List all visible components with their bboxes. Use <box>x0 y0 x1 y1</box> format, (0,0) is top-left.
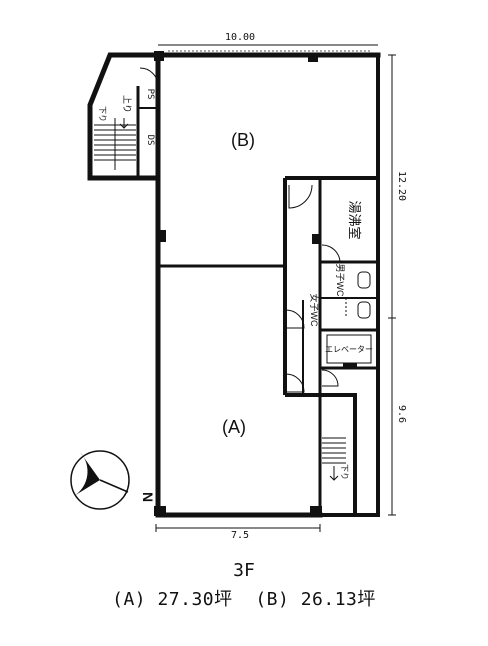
dim-right-upper-label: 12.20 <box>396 171 407 201</box>
column <box>310 506 322 516</box>
floor-label: 3F <box>233 560 255 581</box>
stair-upper: PS DS 上り 下り <box>87 52 161 181</box>
womens-wc-label: 女子WC <box>309 294 320 327</box>
area-summary: (A) 27.30坪 (B) 26.13坪 <box>0 585 488 611</box>
stair-down-lower-label: 下り <box>340 464 349 480</box>
ps-label: PS <box>145 89 155 100</box>
dim-top-label: 10.00 <box>225 32 255 43</box>
stair-upper-outline <box>87 52 161 181</box>
room-b-label: (B) <box>231 130 255 150</box>
door-kitchen <box>321 244 341 263</box>
toilet-mens <box>357 271 371 289</box>
door-elevator-lobby <box>321 369 339 387</box>
doors <box>139 67 341 393</box>
door-stair-upper <box>139 67 159 87</box>
stair-down-upper-label: 下り <box>98 106 107 122</box>
column <box>158 230 166 242</box>
elevator-threshold <box>343 363 357 367</box>
area-b-text: (B) 26.13坪 <box>255 589 376 610</box>
door-upper-core <box>288 184 313 209</box>
room-a-label: (A) <box>222 417 246 437</box>
north-compass: N <box>70 450 156 510</box>
stair-upper-treads <box>94 118 136 170</box>
elevator-label: エレベーター <box>325 345 373 354</box>
dim-bottom-label: 7.5 <box>231 530 249 541</box>
mens-wc-label: 男子WC <box>335 264 345 297</box>
area-spacer <box>233 589 256 610</box>
columns <box>154 51 322 516</box>
interior-walls <box>158 176 378 515</box>
ds-label: DS <box>145 135 155 146</box>
wc-fixtures <box>345 271 371 319</box>
floor-plan: エレベーター PS DS 上り 下り 下り <box>70 32 407 541</box>
area-a-text: (A) 27.30坪 <box>112 589 233 610</box>
compass-circle <box>70 450 130 510</box>
elevator: エレベーター <box>325 334 373 367</box>
door-wc-left <box>285 309 305 329</box>
stair-lower-arrow <box>329 466 339 481</box>
column <box>154 506 166 516</box>
dimension-lines <box>155 44 396 532</box>
dim-right-lower-label: 9.6 <box>396 405 407 423</box>
compass-needle-line <box>99 479 129 493</box>
stair-up-arrow <box>119 118 129 129</box>
stair-lower <box>322 437 346 481</box>
compass-n-label: N <box>140 492 156 502</box>
door-core-lower <box>285 373 305 393</box>
column <box>308 53 318 62</box>
column <box>312 234 320 244</box>
toilet-womens <box>357 301 371 319</box>
stair-up-label: 上り <box>122 95 132 113</box>
compass-needle <box>74 452 100 496</box>
kitchen-label: 湯沸室 <box>347 200 362 239</box>
